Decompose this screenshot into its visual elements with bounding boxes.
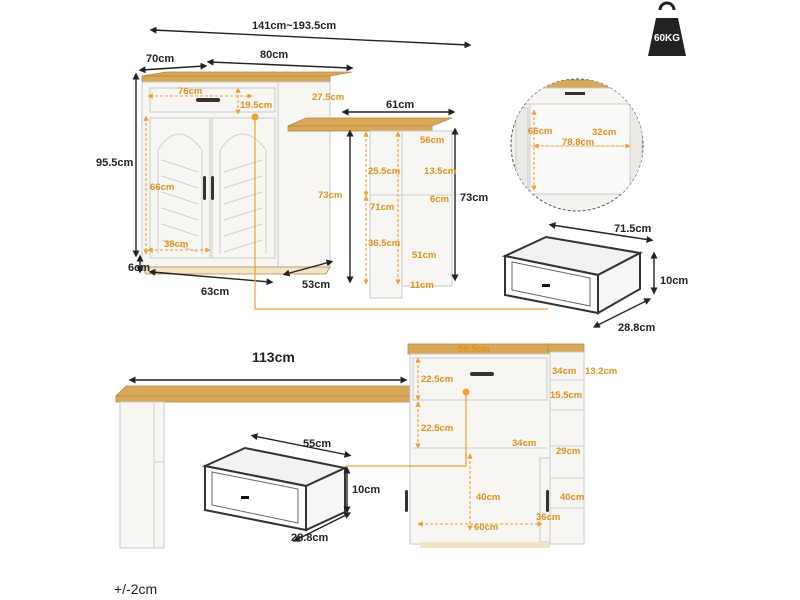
bottom-desk-width-label: 113cm: [252, 349, 295, 365]
bottom-dimensions: 113cm 59.5cm 34cm 13.2cm 22.5cm 15.5cm 2…: [128, 344, 617, 533]
small-drawer-width-label: 55cm: [303, 438, 331, 450]
top-dimensions: 141cm~193.5cm 70cm 80cm 95.5cm 6cm 63cm …: [96, 20, 488, 298]
weight-label: 60KG: [654, 33, 680, 44]
shelf-upper-label: 25.5cm: [368, 166, 400, 177]
rack-width-label: 34cm: [552, 366, 576, 377]
drawer-handle-icon: [241, 496, 249, 499]
rack-shelf-label: 15.5cm: [550, 390, 582, 401]
drawer-handle-icon: [542, 284, 550, 287]
interior-height-label: 66cm: [528, 126, 552, 137]
bottom-drawer-height-label: 22.5cm: [421, 374, 453, 385]
feet-label: 6cm: [128, 262, 150, 274]
bottom-cabinet-width-label: 60cm: [474, 522, 498, 533]
drawer-handle-icon: [470, 372, 494, 376]
door-handle-icon: [546, 490, 549, 512]
large-drawer-illustration: 71.5cm 10cm 28.8cm: [501, 222, 688, 334]
small-drawer-height-label: 10cm: [352, 484, 380, 496]
base-width-label: 63cm: [201, 286, 229, 298]
shelf-depth-label: 56cm: [420, 135, 444, 146]
drawer-width-label: 76cm: [178, 86, 202, 97]
shelf-small-label: 6cm: [430, 194, 449, 205]
small-drawer-illustration: 55cm 10cm 28.8cm: [201, 433, 380, 544]
bottom-cabinet-height-label: 40cm: [476, 492, 500, 503]
shelf-bottom-label: 11cm: [410, 280, 434, 291]
shelf-bottom-width-label: 51cm: [412, 250, 436, 261]
door-handle-icon: [203, 176, 206, 200]
shelf-gap-label: 13.5cm: [424, 166, 456, 177]
bottom-shelf-height-label: 22.5cm: [421, 423, 453, 434]
weight-icon: [658, 1, 676, 11]
large-drawer-height-label: 10cm: [660, 275, 688, 287]
bottom-cabinet-depth-label: 36cm: [536, 512, 560, 523]
shelf-lower-label: 36.5cm: [368, 238, 400, 249]
door-handle-icon: [405, 490, 408, 512]
interior-depth-label: 32cm: [592, 127, 616, 138]
top-inner-dimensions: 76cm 19.5cm 27.5cm 66cm 38cm 73cm 25.5cm…: [143, 86, 548, 310]
top-thickness-label: 27.5cm: [312, 92, 344, 103]
tolerance-note: +/-2cm: [114, 581, 157, 597]
door-width-label: 38cm: [164, 239, 188, 250]
shelf-total-label: 71cm: [370, 202, 394, 213]
rack-depth-label: 13.2cm: [585, 366, 617, 377]
large-drawer-depth-label: 28.8cm: [618, 322, 656, 334]
top-depth-label: 70cm: [146, 53, 174, 65]
weight-badge: 60KG: [648, 1, 686, 56]
small-drawer-depth-label: 28.8cm: [291, 532, 329, 544]
desk-height-left-label: 73cm: [318, 190, 342, 201]
door-handle-icon: [211, 176, 214, 200]
top-width-label: 80cm: [260, 49, 288, 61]
rack-lower-label: 40cm: [560, 492, 584, 503]
door-height-label: 66cm: [150, 182, 174, 193]
interior-width-label: 78.8cm: [562, 137, 594, 148]
desk-height-label: 73cm: [460, 192, 488, 204]
drawer-height-label: 19.5cm: [240, 100, 272, 111]
base-depth-label: 53cm: [302, 279, 330, 291]
height-label: 95.5cm: [96, 157, 134, 169]
bottom-furniture-illustration: [115, 343, 585, 549]
interior-detail-circle: 66cm 78.8cm 32cm: [510, 78, 644, 212]
drawer-handle-icon: [196, 98, 220, 102]
large-drawer-width-label: 71.5cm: [614, 223, 652, 235]
bottom-top-width-label: 59.5cm: [458, 344, 490, 355]
total-width-label: 141cm~193.5cm: [252, 20, 336, 32]
bottom-shelf-depth-label: 34cm: [512, 438, 536, 449]
rack-spacing-label: 29cm: [556, 446, 580, 457]
desk-depth-label: 61cm: [386, 99, 414, 111]
